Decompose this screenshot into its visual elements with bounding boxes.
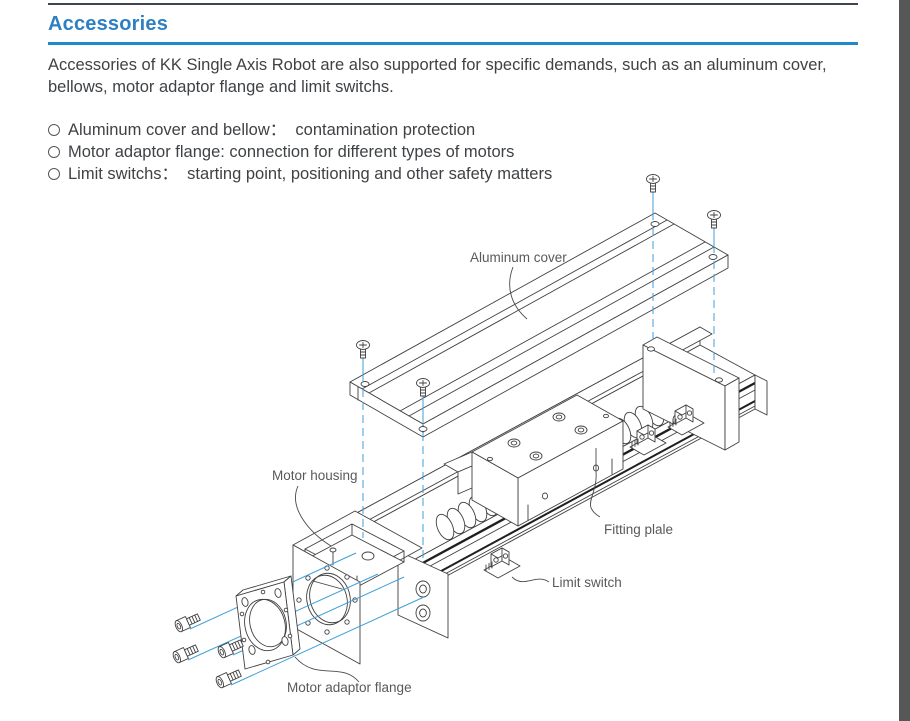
label-motor-adaptor-flange: Motor adaptor flange — [287, 680, 412, 695]
page-edge-strip — [899, 0, 910, 721]
leader-aluminum-cover — [509, 266, 528, 320]
intro-paragraph: Accessories of KK Single Axis Robot are … — [48, 56, 827, 96]
screw-icon — [356, 340, 370, 359]
bullet-text: Motor adaptor flange: connection for dif… — [68, 143, 515, 161]
end-plate-part — [642, 336, 740, 451]
limit-switch-part — [483, 547, 521, 579]
bullet-text: Limit switchs： starting point, positioni… — [68, 165, 553, 183]
leader-motor-housing — [295, 485, 332, 547]
bullet-circle-icon — [48, 124, 60, 136]
bullet-circle-icon — [48, 146, 60, 158]
leader-limit-switch — [511, 576, 550, 583]
page-title: Accessories — [48, 13, 169, 35]
title-underline — [48, 42, 858, 45]
screw-icon — [217, 639, 244, 659]
aluminum-cover-part — [349, 212, 729, 438]
top-rule — [48, 3, 858, 5]
screw-icon — [416, 378, 430, 397]
bullet-circle-icon — [48, 168, 60, 180]
limit-switch-part — [667, 404, 705, 436]
screw-icon — [215, 669, 242, 689]
list-item: Motor adaptor flange: connection for dif… — [48, 141, 858, 163]
screw-icon — [174, 613, 201, 633]
label-motor-housing: Motor housing — [272, 468, 358, 483]
leader-motor-adaptor-flange — [294, 656, 360, 683]
list-item: Aluminum cover and bellow： contamination… — [48, 119, 858, 141]
bullet-text: Aluminum cover and bellow： contamination… — [68, 121, 476, 139]
fitting-plate-part — [443, 394, 624, 527]
label-fitting-plate: Fitting plale — [604, 522, 673, 537]
assembly-line — [362, 192, 715, 558]
label-aluminum-cover: Aluminum cover — [470, 250, 567, 265]
screw-icon — [172, 644, 199, 664]
screw-icon — [646, 174, 660, 193]
limit-switch-part — [629, 424, 667, 456]
document-page: Accessories Accessories of KK Single Axi… — [48, 0, 858, 185]
screw-icon — [707, 210, 721, 229]
leader-fitting-plate — [590, 448, 601, 518]
bullet-list: Aluminum cover and bellow： contamination… — [48, 119, 858, 185]
motor-adaptor-flange-part — [235, 575, 301, 670]
list-item: Limit switchs： starting point, positioni… — [48, 163, 858, 185]
label-limit-switch: Limit switch — [552, 575, 622, 590]
diagram-labels: Aluminum cover Motor housing Fitting pla… — [272, 250, 673, 695]
